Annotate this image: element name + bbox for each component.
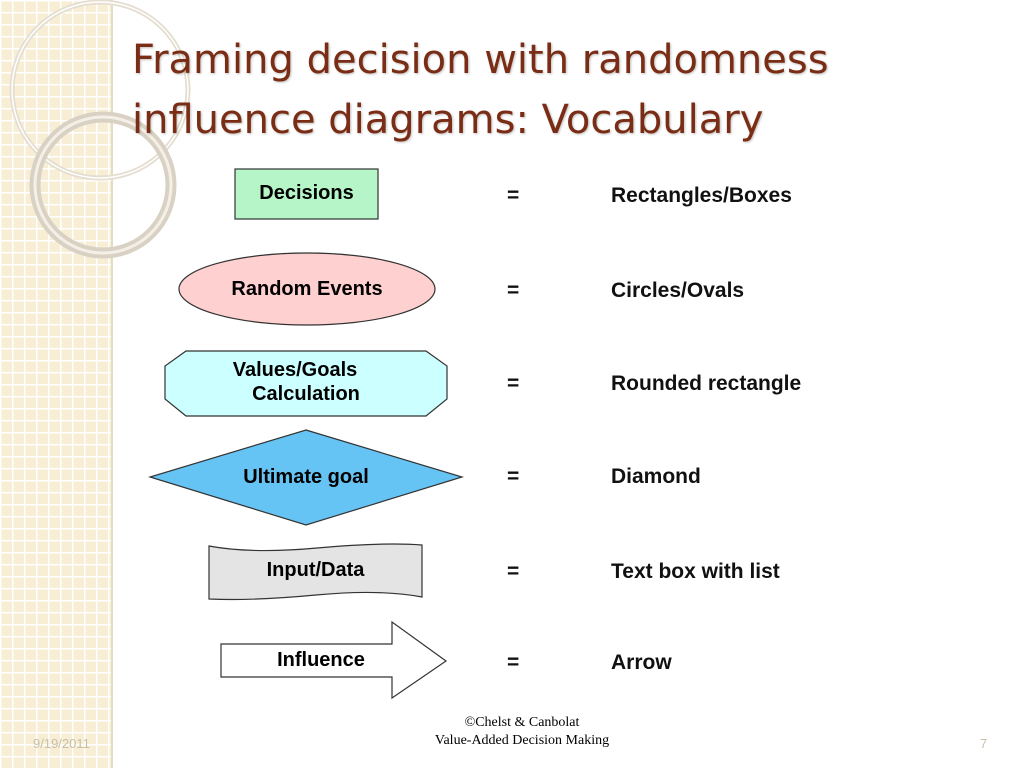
footer-credit-line-1: ©Chelst & Canbolat — [464, 715, 580, 730]
page-number: 7 — [980, 736, 988, 751]
equals-sign: = — [507, 651, 520, 674]
footer-date: 9/19/2011 — [33, 736, 90, 751]
random-event-oval-shape — [178, 252, 436, 326]
footer-credit-line-2: Value-Added Decision Making — [434, 733, 610, 748]
equals-sign: = — [507, 279, 520, 302]
decisions-label: Decisions — [259, 182, 354, 204]
values-goals-label-line-2: Calculation — [252, 383, 360, 405]
title-line-1: Framing decision with randomness — [132, 37, 829, 83]
equals-sign: = — [507, 560, 520, 583]
influence-label: Influence — [277, 649, 365, 671]
ultimate-goal-diamond-shape — [147, 429, 465, 526]
meaning-rectangles-boxes: Rectangles/Boxes — [611, 184, 792, 207]
values-goals-label: Values/Goals Calculation — [165, 358, 447, 406]
decorative-circles — [9, 0, 191, 259]
influence-arrow-shape — [220, 620, 448, 700]
equals-sign: = — [507, 372, 520, 395]
values-goals-shape — [164, 350, 448, 417]
equals-sign: = — [507, 184, 520, 207]
meaning-rounded-rectangle: Rounded rectangle — [611, 372, 802, 395]
meaning-arrow: Arrow — [611, 651, 672, 674]
values-goals-label-line-1: Values/Goals — [232, 359, 358, 381]
input-data-shape — [208, 543, 423, 601]
input-data-label: Input/Data — [266, 559, 365, 581]
equals-sign: = — [507, 465, 520, 488]
meaning-text-box-with-list: Text box with list — [611, 560, 780, 583]
meaning-diamond: Diamond — [611, 465, 701, 488]
footer-credit: ©Chelst & Canbolat Value-Added Decision … — [380, 714, 664, 750]
ultimate-goal-label: Ultimate goal — [243, 466, 369, 488]
title-line-2: influence diagrams: Vocabulary — [132, 97, 764, 143]
decision-rectangle-shape — [234, 168, 379, 220]
slide-title: Framing decision with randomness influen… — [132, 30, 992, 150]
meaning-circles-ovals: Circles/Ovals — [611, 279, 745, 302]
random-events-label: Random Events — [231, 278, 383, 300]
